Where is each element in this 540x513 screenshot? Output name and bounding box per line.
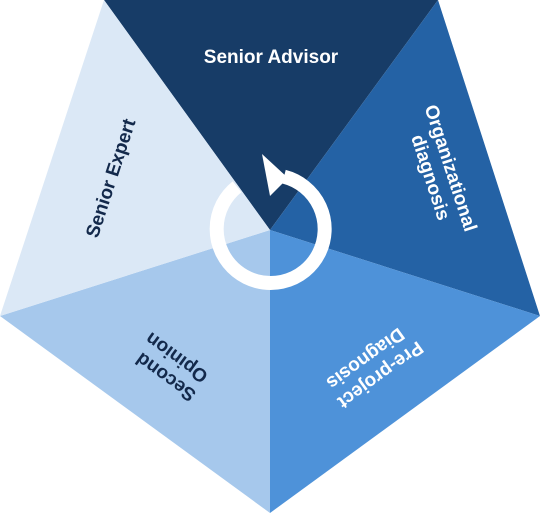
segment-pre-project-diagnosis-shape: [270, 230, 540, 513]
segment-second-opinion-shape: [0, 230, 270, 513]
segment-organizational-diagnosis-shape: [270, 0, 540, 316]
segment-senior-expert: Senior Expert: [0, 0, 270, 316]
segment-senior-expert-shape: [0, 0, 270, 316]
segment-senior-advisor: Senior Advisor: [104, 0, 438, 230]
segment-organizational-diagnosis: Organizational diagnosis: [270, 0, 540, 316]
segment-second-opinion: Second Opinion: [0, 230, 270, 513]
cycle-arrow-ring: [209, 169, 332, 291]
segment-pre-project-diagnosis: Pre-project Diagnosis: [270, 230, 540, 513]
cycle-arrow-head: [262, 154, 288, 196]
segment-senior-advisor-label: Senior Advisor: [204, 47, 339, 68]
segment-senior-advisor-shape: [104, 0, 438, 230]
cycle-arrow-icon: [209, 154, 332, 291]
